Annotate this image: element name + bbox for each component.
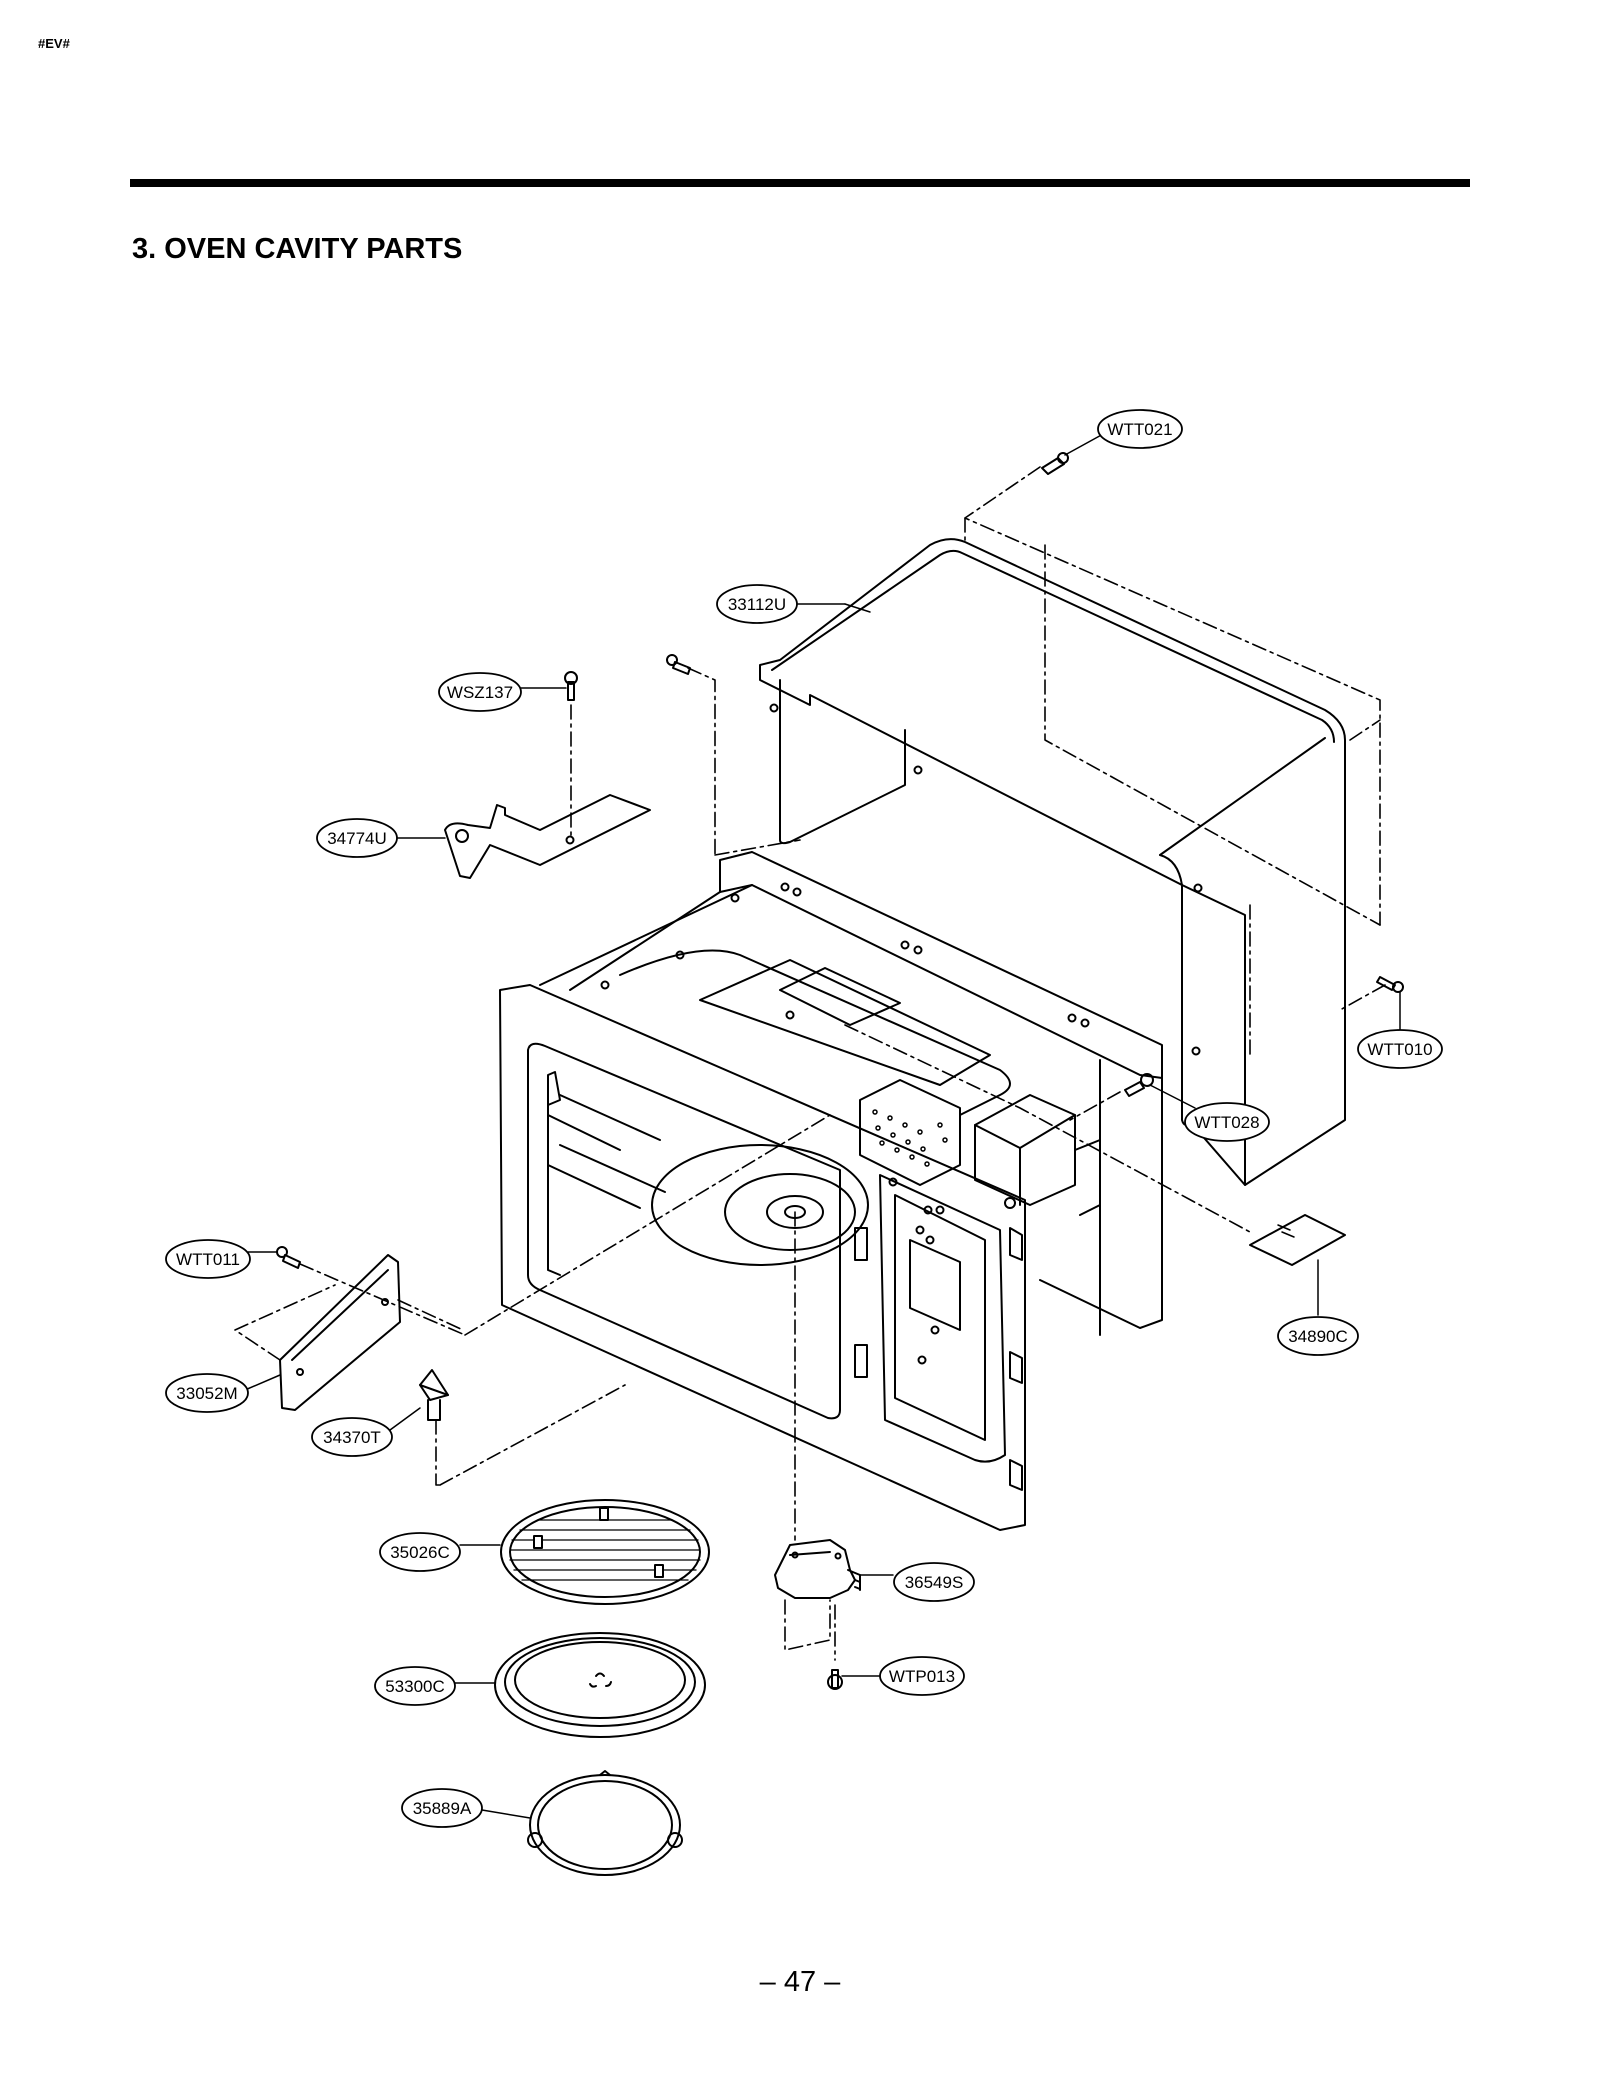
svg-text:34890C: 34890C [1288, 1327, 1348, 1346]
assembly-lines [234, 466, 1386, 1661]
motor-drawing [774, 1539, 861, 1599]
label-33112u: 33112U [716, 584, 798, 624]
svg-text:33052M: 33052M [176, 1384, 237, 1403]
svg-text:35026C: 35026C [390, 1543, 450, 1562]
screws-drawing [276, 452, 1404, 1690]
svg-text:35889A: 35889A [413, 1799, 472, 1818]
svg-text:36549S: 36549S [905, 1573, 964, 1592]
svg-text:34774U: 34774U [327, 829, 387, 848]
label-34774u: 34774U [316, 818, 398, 858]
header-rule [130, 179, 1470, 187]
cover-plate-drawing [279, 1254, 401, 1411]
document-code: #EV# [38, 36, 70, 51]
label-33052m: 33052M [165, 1373, 249, 1413]
roller-guide-drawing [500, 1499, 710, 1605]
coupler-drawing [419, 1369, 449, 1421]
section-title: 3. OVEN CAVITY PARTS [132, 233, 463, 265]
label-53300c: 53300C [374, 1666, 456, 1706]
leader-lines [244, 432, 1401, 1819]
svg-text:33112U: 33112U [728, 595, 786, 614]
label-34890c: 34890C [1277, 1316, 1359, 1356]
glass-tray-drawing [494, 1632, 706, 1738]
label-34370t: 34370T [311, 1417, 393, 1457]
svg-text:WTT021: WTT021 [1107, 420, 1172, 439]
label-36549s: 36549S [893, 1562, 975, 1602]
label-wtt011: WTT011 [165, 1239, 251, 1279]
label-wtp013: WTP013 [879, 1656, 965, 1696]
svg-text:WTT028: WTT028 [1194, 1113, 1259, 1132]
bracket-drawing [444, 794, 651, 879]
svg-text:WTT010: WTT010 [1367, 1040, 1432, 1059]
label-wtt021: WTT021 [1097, 409, 1183, 449]
label-35026c: 35026C [379, 1532, 461, 1572]
oven-cavity-drawing [499, 851, 1163, 1531]
outer-cabinet-drawing [759, 538, 1346, 1186]
label-wtt010: WTT010 [1357, 1029, 1443, 1069]
label-35889a: 35889A [401, 1788, 483, 1828]
svg-text:WTT011: WTT011 [176, 1250, 240, 1269]
svg-text:53300C: 53300C [385, 1677, 445, 1696]
label-wtt028: WTT028 [1184, 1102, 1270, 1142]
roller-ring-drawing [527, 1770, 683, 1876]
svg-text:34370T: 34370T [323, 1428, 381, 1447]
svg-text:WSZ137: WSZ137 [447, 683, 513, 702]
page-number: – 47 – [759, 1966, 841, 1998]
svg-text:WTP013: WTP013 [889, 1667, 955, 1686]
label-wsz137: WSZ137 [438, 672, 522, 712]
waveguide-cover-drawing [1249, 1214, 1346, 1266]
